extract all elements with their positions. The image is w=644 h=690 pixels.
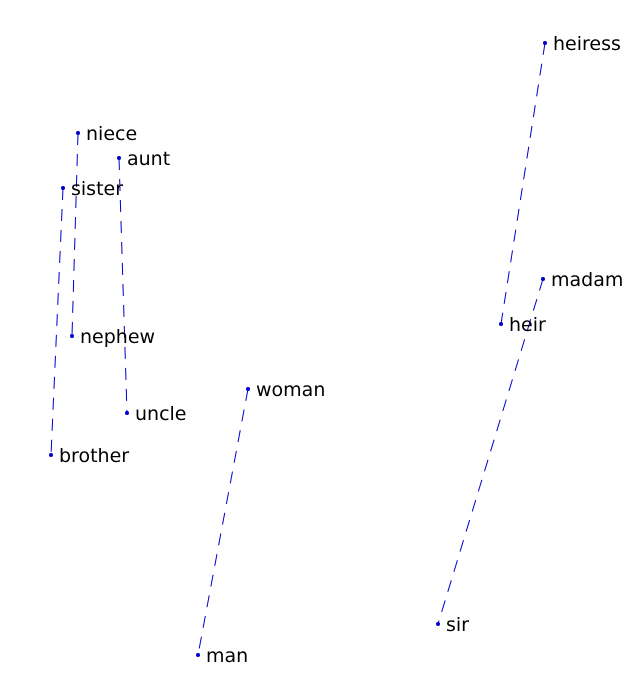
point-aunt [117, 156, 121, 160]
word-points [49, 41, 547, 657]
point-man [196, 653, 200, 657]
point-madam [541, 277, 545, 281]
pair-line-sister-brother [50, 187, 64, 456]
point-heiress [543, 41, 547, 45]
label-madam: madam [551, 269, 623, 291]
point-nephew [70, 334, 74, 338]
point-uncle [125, 411, 129, 415]
pair-lines [50, 42, 546, 656]
label-woman: woman [256, 379, 325, 401]
label-sister: sister [71, 178, 123, 200]
label-aunt: aunt [127, 148, 170, 170]
label-niece: niece [86, 123, 137, 145]
label-brother: brother [59, 445, 129, 467]
point-sir [436, 622, 440, 626]
point-niece [76, 131, 80, 135]
point-brother [49, 453, 53, 457]
pair-line-heiress-heir [500, 42, 546, 325]
label-heiress: heiress [553, 33, 621, 55]
pair-line-niece-nephew [71, 132, 79, 337]
label-man: man [206, 645, 248, 667]
point-sister [61, 186, 65, 190]
label-uncle: uncle [135, 403, 187, 425]
label-nephew: nephew [80, 326, 155, 348]
pair-line-woman-man [197, 388, 249, 656]
point-heir [499, 322, 503, 326]
point-woman [246, 387, 250, 391]
pair-line-aunt-uncle [118, 157, 128, 414]
pair-line-madam-sir [437, 278, 544, 625]
label-sir: sir [446, 614, 469, 636]
label-heir: heir [509, 314, 546, 336]
